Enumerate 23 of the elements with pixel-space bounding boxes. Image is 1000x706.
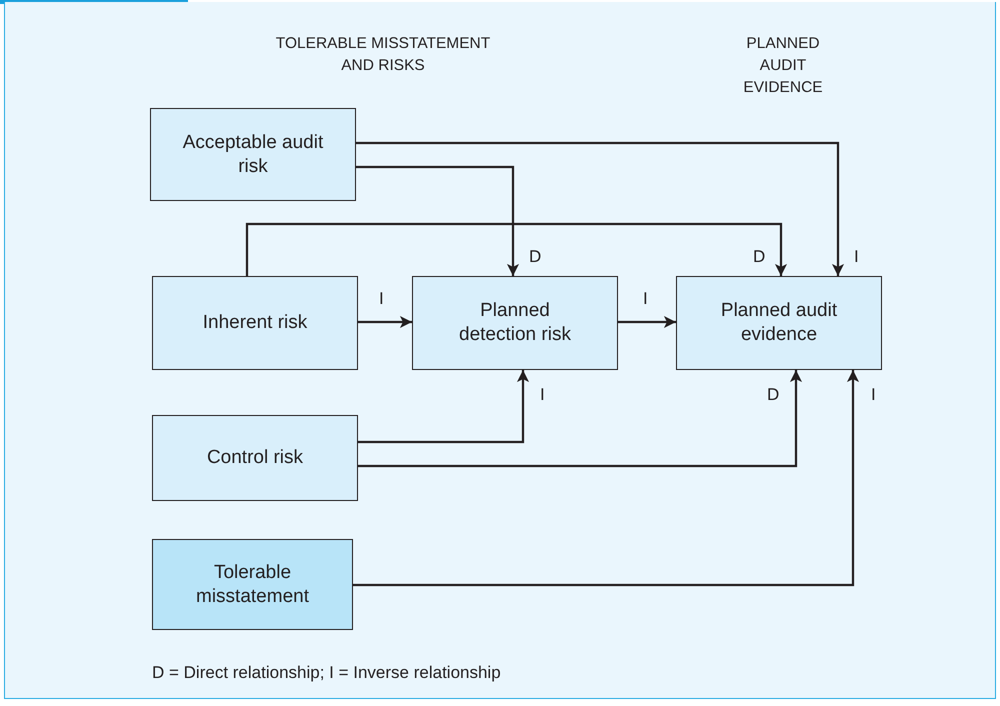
- box-label: Inherent risk: [202, 311, 308, 335]
- box-label: Planned detection risk: [458, 299, 572, 347]
- column-heading: TOLERABLE MISSTATEMENT AND RISKS: [274, 34, 492, 76]
- arrow: [356, 166, 520, 276]
- box-label: Acceptable audit risk: [182, 130, 324, 178]
- legend-note: D = Direct relationship; I = Inverse relationship: [152, 663, 502, 683]
- process-box: [152, 415, 358, 501]
- box-label: Control risk: [206, 446, 304, 470]
- column-heading: PLANNED AUDIT EVIDENCE: [742, 34, 824, 98]
- arrow: [618, 316, 676, 328]
- process-box: [152, 276, 358, 370]
- arrow: [358, 316, 412, 328]
- process-box: [676, 276, 882, 370]
- process-box: [412, 276, 618, 370]
- box-label: Tolerable misstatement: [195, 560, 310, 608]
- arrow: [246, 222, 788, 276]
- arrow: [358, 370, 530, 444]
- arrow: [358, 370, 802, 468]
- box-label: Planned audit evidence: [720, 299, 838, 347]
- arrow: [356, 142, 844, 276]
- arrow: [353, 370, 860, 586]
- process-box: [150, 108, 356, 201]
- process-box: [152, 539, 353, 630]
